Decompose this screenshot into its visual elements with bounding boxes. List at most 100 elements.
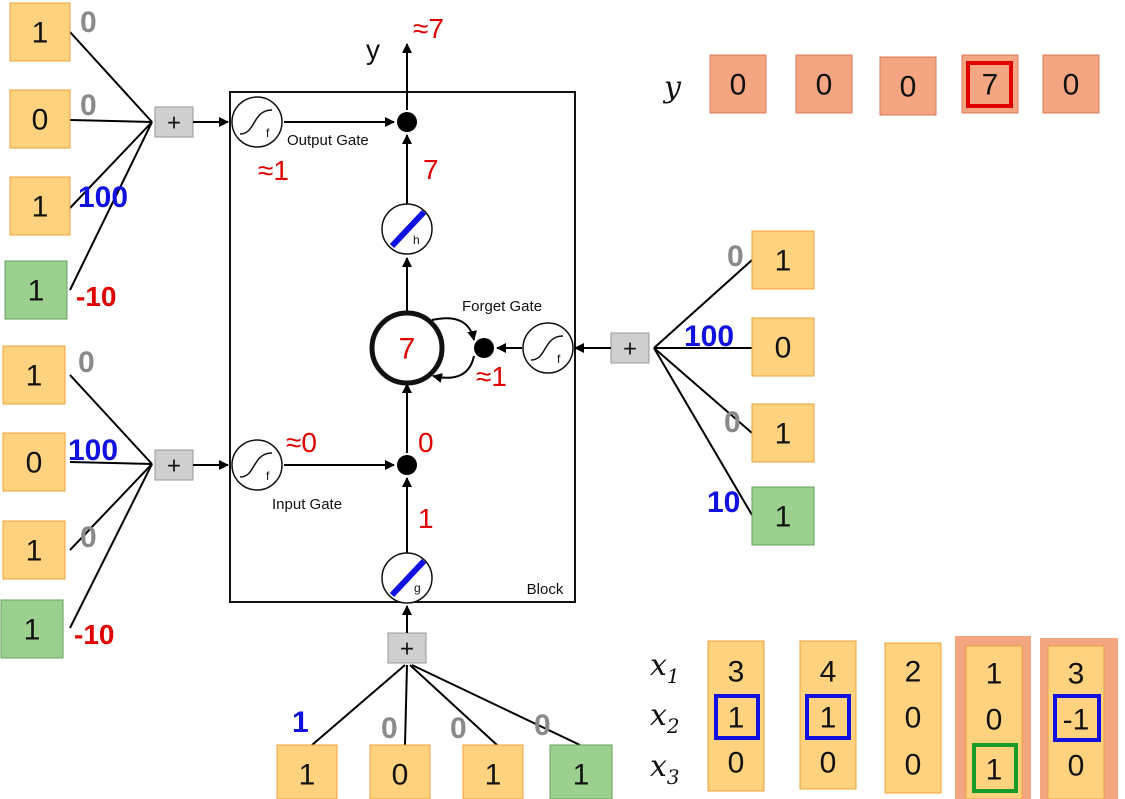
gate-symbol: f xyxy=(266,469,270,483)
input-value: 0 xyxy=(26,447,43,480)
forget-gate-inputs: 1 0 0 100 1 0 1 10 xyxy=(684,230,815,546)
x-value: 0 xyxy=(986,704,1003,737)
input-gate-label: Input Gate xyxy=(272,496,342,513)
input-value: 1 xyxy=(775,418,792,451)
weight-label: -10 xyxy=(76,281,116,312)
plus-node-forget-gate: + xyxy=(610,332,650,364)
input-gate-value: ≈0 xyxy=(286,427,317,458)
weight-label: 100 xyxy=(78,181,128,214)
forget-gate-input-lines xyxy=(653,259,753,516)
input-value: 0 xyxy=(392,759,409,792)
plus-node-output-gate: + xyxy=(154,106,194,138)
x-value: 2 xyxy=(905,656,922,689)
weight-label: 0 xyxy=(80,89,97,122)
g-activation: g xyxy=(381,552,433,604)
plus-node-input-gate: + xyxy=(154,449,194,481)
bias-box xyxy=(751,486,815,546)
cell-input-lines xyxy=(311,664,581,746)
input-value: 1 xyxy=(485,759,502,792)
gate-symbol: f xyxy=(557,352,561,366)
input-box xyxy=(751,317,815,377)
output-gate-inputs: 1 0 0 0 1 100 1 -10 xyxy=(4,2,128,320)
x-value: 1 xyxy=(820,702,837,735)
bias-box xyxy=(4,260,68,320)
mult-to-cell-value: 0 xyxy=(418,427,434,458)
output-seq-value: 7 xyxy=(982,69,999,102)
highlight-blue xyxy=(805,694,851,740)
x-column xyxy=(884,642,942,794)
input-value: 1 xyxy=(299,759,316,792)
x-value: 1 xyxy=(728,702,745,735)
input-box xyxy=(2,345,66,405)
output-seq-value: 0 xyxy=(1063,69,1080,102)
gate-symbol: f xyxy=(266,126,270,140)
input-gate-inputs: 1 0 0 100 1 0 1 -10 xyxy=(0,345,118,659)
h-to-mult-value: 7 xyxy=(423,154,439,185)
highlight-output xyxy=(966,61,1013,108)
input-value: 0 xyxy=(32,104,49,137)
input-value: 1 xyxy=(32,17,49,50)
forget-gate-sigmoid: f xyxy=(522,322,574,374)
weight-label: 0 xyxy=(78,346,95,379)
input-mult-node xyxy=(397,455,417,475)
g-output-value: 1 xyxy=(418,503,434,534)
input-value: 1 xyxy=(26,535,43,568)
input-box xyxy=(9,89,71,149)
x-value: -1 xyxy=(1063,704,1090,737)
x-value: 0 xyxy=(905,749,922,782)
weight-label: 10 xyxy=(707,486,740,519)
input-box xyxy=(2,432,66,492)
x-value: 4 xyxy=(820,656,837,689)
h-symbol: h xyxy=(413,233,420,247)
input-box xyxy=(462,744,524,799)
bias-box xyxy=(0,599,64,659)
input-box xyxy=(9,2,71,62)
weight-label: 0 xyxy=(80,6,97,39)
weight-label: 0 xyxy=(534,709,551,742)
weight-label: 0 xyxy=(80,521,97,554)
input-box xyxy=(369,744,431,799)
plus-sign: + xyxy=(167,110,181,137)
output-gate-sigmoid: f xyxy=(231,96,283,148)
forget-gate-value: ≈1 xyxy=(476,361,507,392)
x-value: 0 xyxy=(1068,750,1085,783)
x-column xyxy=(799,640,857,790)
weight-label: 100 xyxy=(684,320,734,353)
input-value: 1 xyxy=(24,614,41,647)
input-box xyxy=(751,230,815,290)
forget-mult-node xyxy=(474,338,494,358)
bias-box xyxy=(549,744,613,799)
weight-label: -10 xyxy=(74,619,114,650)
input-box xyxy=(276,744,338,799)
input-gate-input-lines xyxy=(69,374,153,629)
h-activation: h xyxy=(381,203,433,255)
input-value: 0 xyxy=(775,332,792,365)
input-box xyxy=(9,176,71,236)
plus-node-cell-input: + xyxy=(387,632,427,664)
input-box xyxy=(751,403,815,463)
weight-label: 100 xyxy=(68,434,118,467)
highlight-green xyxy=(972,743,1018,793)
x-value: 1 xyxy=(986,754,1003,787)
input-sequence: x1 x2 x3 3 1 0 4 1 0 2 0 0 1 0 1 3 -1 0 xyxy=(650,636,1118,799)
output-mult-node xyxy=(397,112,417,132)
x-value: 3 xyxy=(1068,658,1085,691)
x-value: 3 xyxy=(728,656,745,689)
output-seq-value: 0 xyxy=(816,69,833,102)
x-value: 1 xyxy=(986,658,1003,691)
x-value: 0 xyxy=(905,702,922,735)
cell-inputs: 1 1 0 0 1 0 1 0 xyxy=(276,706,613,799)
weight-label: 0 xyxy=(727,240,744,273)
input-value: 1 xyxy=(28,275,45,308)
block-title: Block xyxy=(527,581,564,598)
arrow-cell-to-forget-mult xyxy=(431,317,477,341)
x-value: 0 xyxy=(728,747,745,780)
x-column xyxy=(1047,645,1105,799)
weight-label: 1 xyxy=(292,706,309,739)
input-gate-sigmoid: f xyxy=(231,439,283,491)
output-gate-label: Output Gate xyxy=(287,132,369,149)
g-symbol: g xyxy=(414,581,421,595)
input-value: 1 xyxy=(775,501,792,534)
output-y-approx: ≈7 xyxy=(413,13,444,44)
